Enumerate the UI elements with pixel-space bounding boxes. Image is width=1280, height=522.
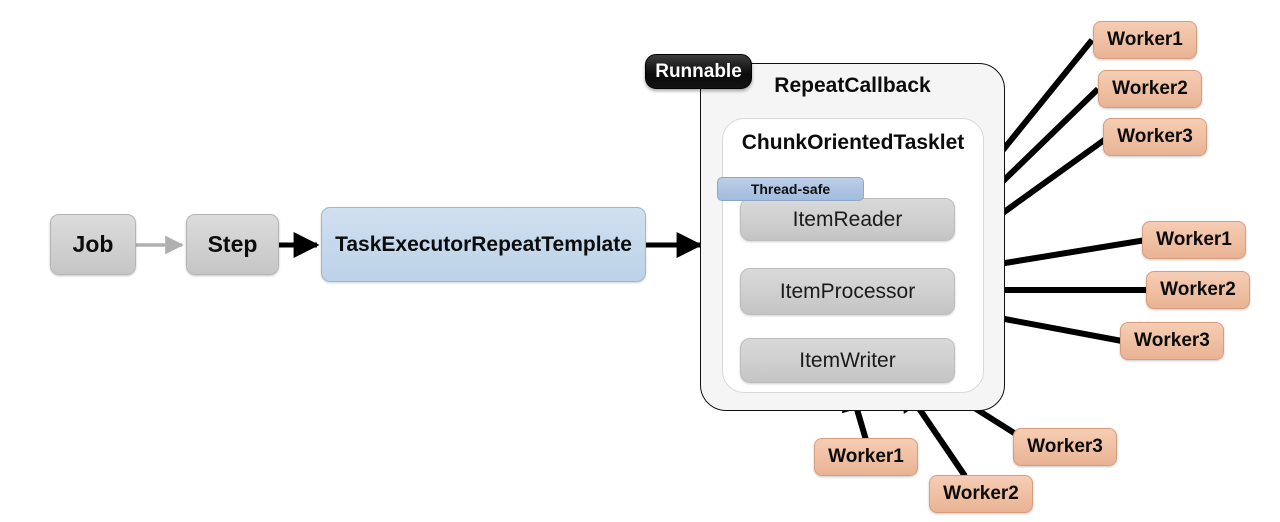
node-item-reader-label: ItemReader: [792, 207, 903, 231]
worker-chip-reader-2[interactable]: Worker2: [1098, 70, 1202, 108]
worker-chip-reader-3[interactable]: Worker3: [1103, 118, 1207, 156]
node-template-label: TaskExecutorRepeatTemplate: [335, 232, 632, 256]
worker-chip-processor-3-label: Worker3: [1134, 330, 1210, 351]
worker-chip-processor-2[interactable]: Worker2: [1146, 271, 1250, 309]
node-item-reader[interactable]: ItemReader: [740, 198, 955, 241]
container-chunk-oriented-tasklet-title: ChunkOrientedTasklet: [741, 131, 965, 154]
node-job[interactable]: Job: [50, 214, 136, 275]
worker-chip-processor-3[interactable]: Worker3: [1120, 322, 1224, 360]
tag-runnable-label: Runnable: [655, 60, 742, 82]
node-job-label: Job: [72, 231, 114, 257]
worker-chip-processor-1-label: Worker1: [1156, 229, 1232, 250]
node-item-processor-label: ItemProcessor: [779, 279, 916, 303]
worker-chip-reader-1-label: Worker1: [1107, 29, 1183, 50]
worker-chip-reader-2-label: Worker2: [1112, 78, 1188, 99]
container-repeat-callback-title: RepeatCallback: [774, 74, 931, 97]
worker-chip-reader-3-label: Worker3: [1117, 126, 1193, 147]
worker-chip-writer-3-label: Worker3: [1027, 436, 1103, 457]
node-item-processor[interactable]: ItemProcessor: [740, 268, 955, 315]
node-step[interactable]: Step: [186, 214, 279, 275]
node-task-executor-repeat-template[interactable]: TaskExecutorRepeatTemplate: [321, 207, 646, 282]
node-item-writer[interactable]: ItemWriter: [740, 338, 955, 383]
worker-chip-processor-1[interactable]: Worker1: [1142, 221, 1246, 259]
badge-thread-safe-label: Thread-safe: [750, 181, 831, 197]
node-item-writer-label: ItemWriter: [799, 348, 896, 372]
worker-chip-writer-2-label: Worker2: [943, 483, 1019, 504]
node-step-label: Step: [207, 231, 258, 257]
worker-chip-writer-1[interactable]: Worker1: [814, 438, 918, 476]
worker-chip-writer-3[interactable]: Worker3: [1013, 428, 1117, 466]
worker-chip-writer-2[interactable]: Worker2: [929, 475, 1033, 513]
badge-thread-safe: Thread-safe: [717, 177, 864, 201]
worker-chip-reader-1[interactable]: Worker1: [1093, 21, 1197, 59]
tag-runnable: Runnable: [645, 54, 752, 89]
worker-chip-writer-1-label: Worker1: [828, 446, 904, 467]
worker-chip-processor-2-label: Worker2: [1160, 279, 1236, 300]
